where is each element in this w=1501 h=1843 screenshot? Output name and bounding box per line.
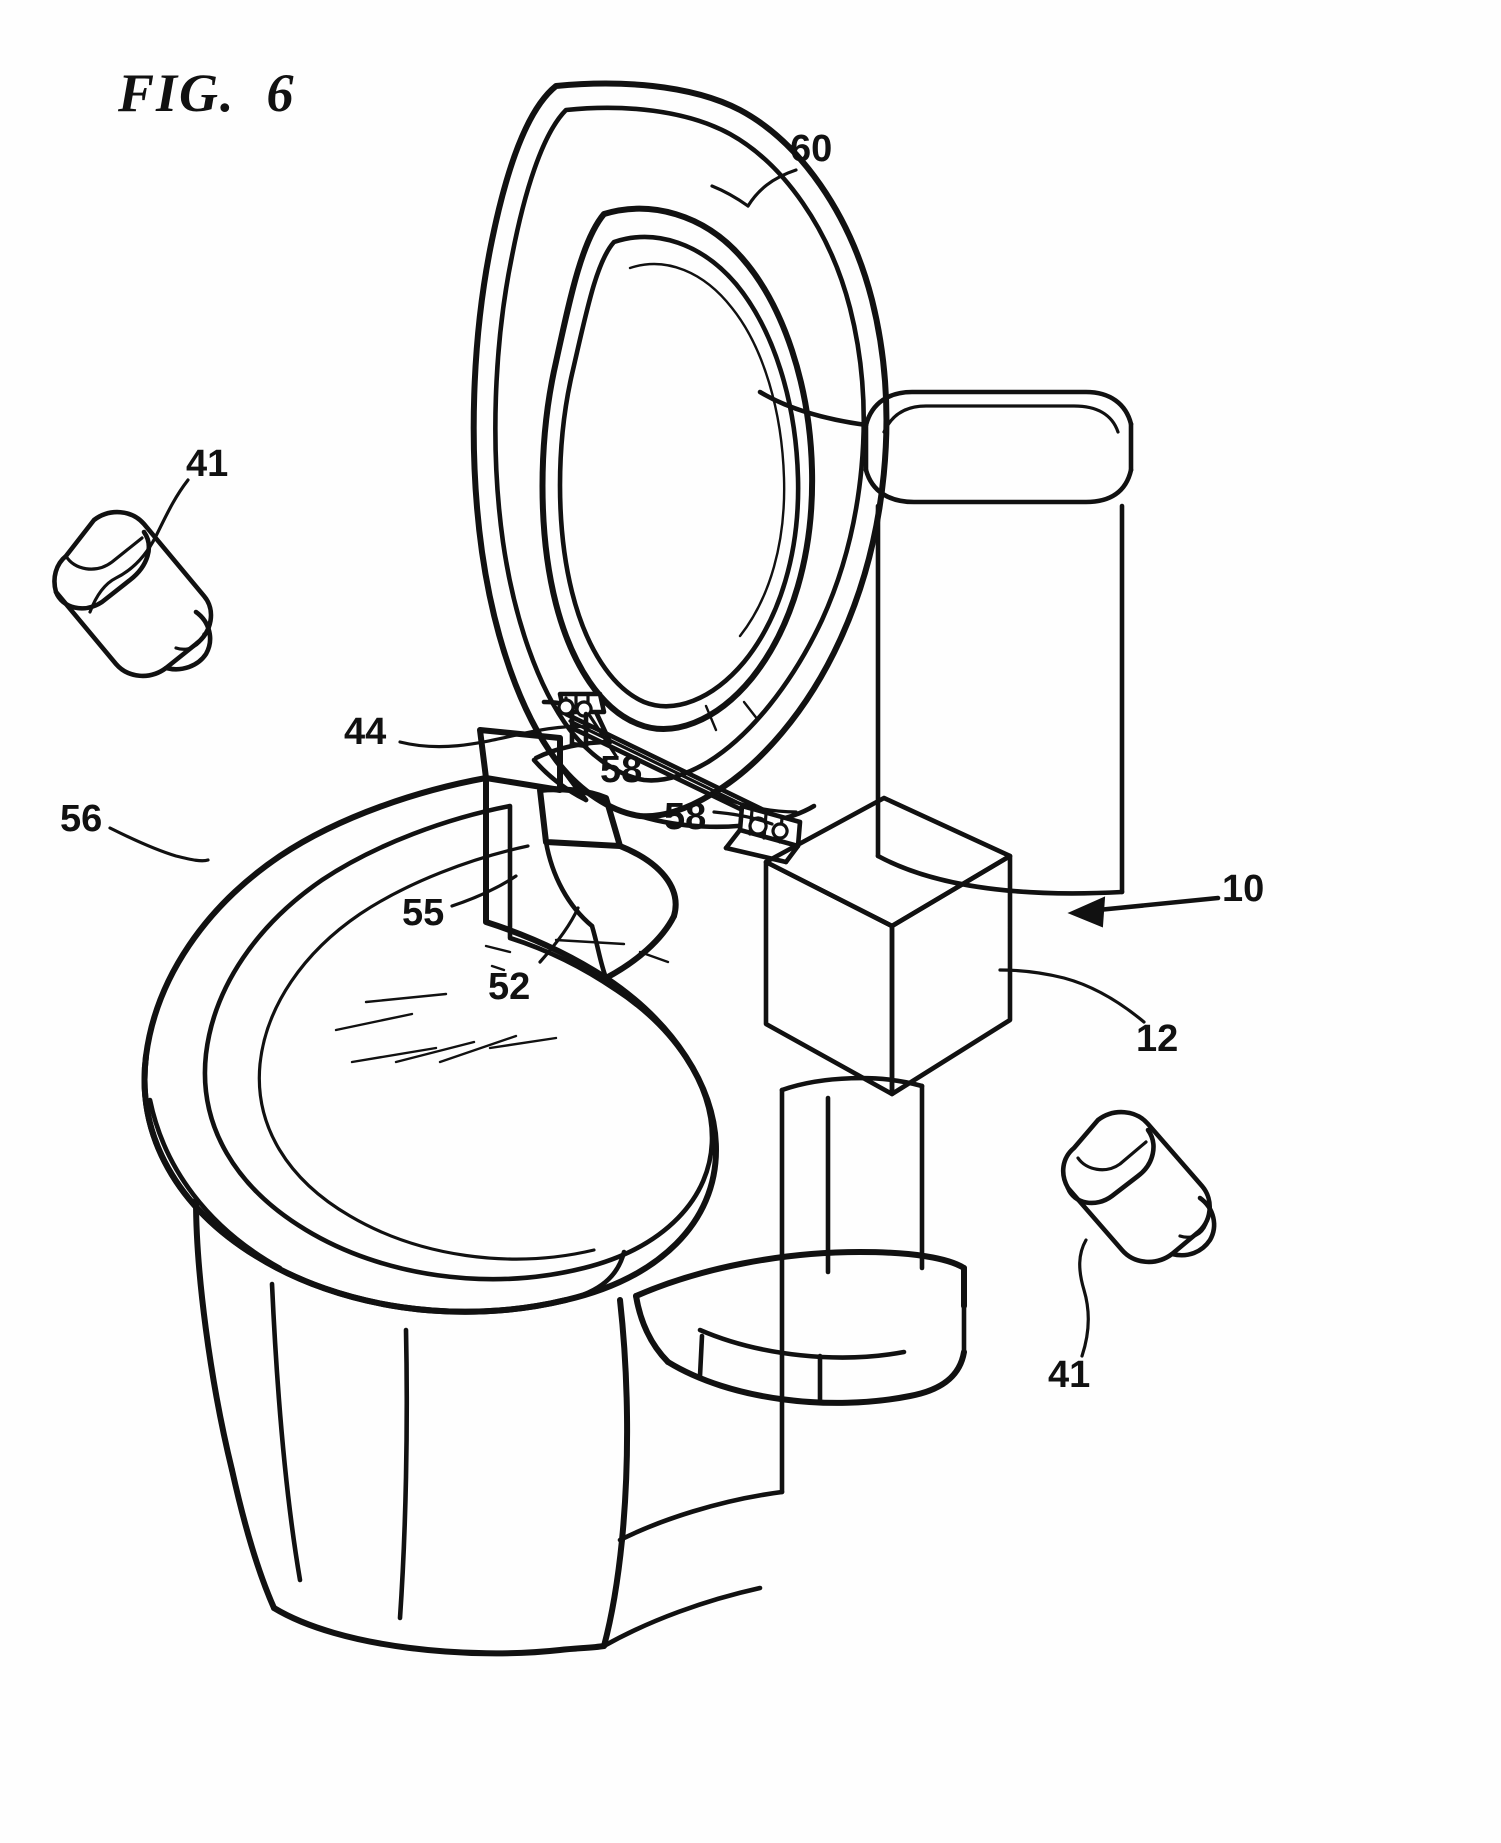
reference-numeral-44: 44 [344,711,387,753]
leader-lines [88,168,1221,1358]
toilet-pedestal-base [601,1075,967,1649]
reference-numeral-58-left: 58 [600,749,643,791]
toilet-seat [141,727,719,1315]
reference-numeral-52: 52 [488,966,531,1008]
reference-numeral-41-lower: 41 [1048,1354,1091,1396]
reference-numeral-10: 10 [1222,868,1265,910]
reference-numeral-41-upper: 41 [186,443,229,485]
sensor-cylinder-left [52,509,214,679]
reference-numeral-60: 60 [790,128,833,170]
reference-numeral-58-right: 58 [664,796,707,838]
reference-numeral-56: 56 [60,798,103,840]
toilet-tank [757,389,1134,896]
toilet-lid [470,80,890,830]
reference-numeral-12: 12 [1136,1018,1179,1060]
toilet-bowl [141,1053,631,1657]
sensor-cylinder-right [1060,1109,1217,1265]
reference-numeral-55: 55 [402,892,445,934]
figure-title: FIG. 6 [118,63,296,123]
control-housing [763,795,1013,1097]
